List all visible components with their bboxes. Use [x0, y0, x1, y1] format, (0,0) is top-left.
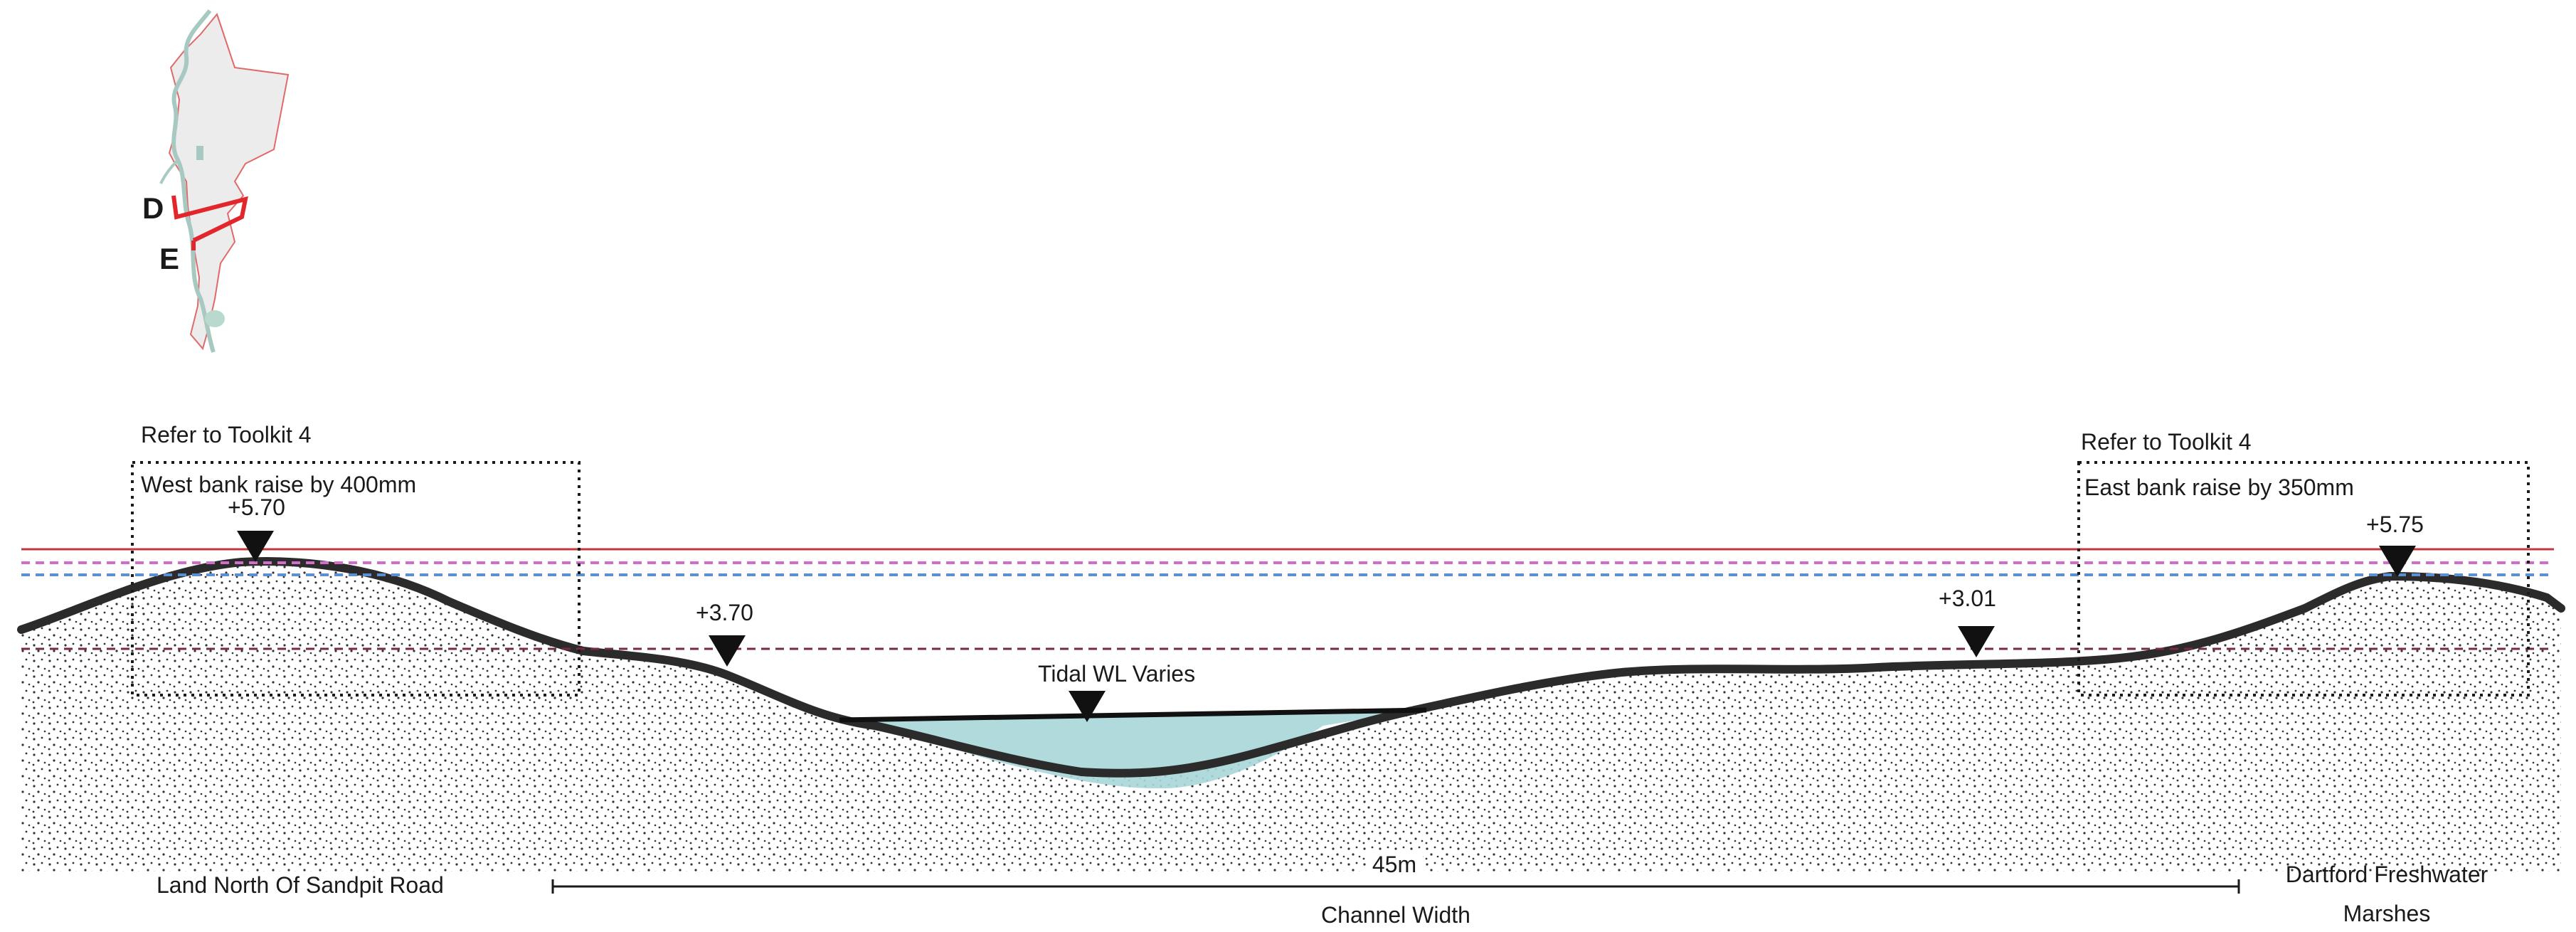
- level-triangle-icon: [237, 531, 274, 562]
- east-land-label-line1: Dartford Freshwater: [2286, 862, 2488, 887]
- west-toolkit-title: Refer to Toolkit 4: [141, 422, 312, 448]
- east-land-label-line2: Marshes: [2343, 901, 2431, 926]
- west-mid-level-marker: +3.70: [696, 600, 753, 667]
- tidal-water-level-line: [839, 707, 1427, 723]
- channel-water: [843, 710, 1419, 789]
- tidal-level-marker: Tidal WL Varies: [1038, 661, 1195, 722]
- west-toolkit-box: [131, 461, 581, 697]
- west-crest-level-label: +5.70: [228, 494, 285, 520]
- dimension-value-backdrop: [1366, 851, 1423, 877]
- east-crest-level-marker: +5.75: [2366, 512, 2424, 577]
- west-mid-level-label: +3.70: [696, 600, 753, 625]
- west-crest-level-marker: +5.70: [228, 494, 285, 562]
- level-triangle-icon: [1958, 626, 1995, 657]
- key-plan-site-outline: [168, 12, 290, 351]
- east-mid-level-label: +3.01: [1939, 586, 1996, 611]
- west-land-label: Land North Of Sandpit Road: [157, 872, 444, 898]
- tidal-level-label: Tidal WL Varies: [1038, 661, 1195, 687]
- key-plan-river-branch: [159, 159, 179, 184]
- key-plan-map: D E: [142, 9, 290, 353]
- section-label-e: E: [159, 242, 179, 275]
- level-triangle-icon: [1069, 691, 1106, 722]
- section-label-d: D: [142, 191, 164, 225]
- west-toolkit-note: West bank raise by 400mm: [141, 472, 416, 497]
- east-toolkit-note: East bank raise by 350mm: [2084, 475, 2354, 500]
- soil-fill: [21, 561, 2561, 872]
- section-marker-d: [171, 195, 248, 243]
- channel-width-value: 45m: [1372, 852, 1416, 877]
- level-triangle-icon: [2379, 546, 2416, 577]
- channel-width-dimension: 45m Channel Width: [551, 851, 2240, 928]
- east-toolkit-box: [2077, 461, 2530, 697]
- level-triangle-icon: [709, 635, 746, 667]
- east-crest-level-label: +5.75: [2366, 512, 2424, 537]
- key-plan-inlet: [196, 146, 203, 160]
- east-toolkit-title: Refer to Toolkit 4: [2081, 429, 2252, 455]
- east-mid-level-marker: +3.01: [1939, 586, 1996, 657]
- ground-profile-line: [17, 557, 2565, 778]
- key-plan-basin: [205, 310, 225, 327]
- channel-width-label: Channel Width: [1321, 902, 1470, 928]
